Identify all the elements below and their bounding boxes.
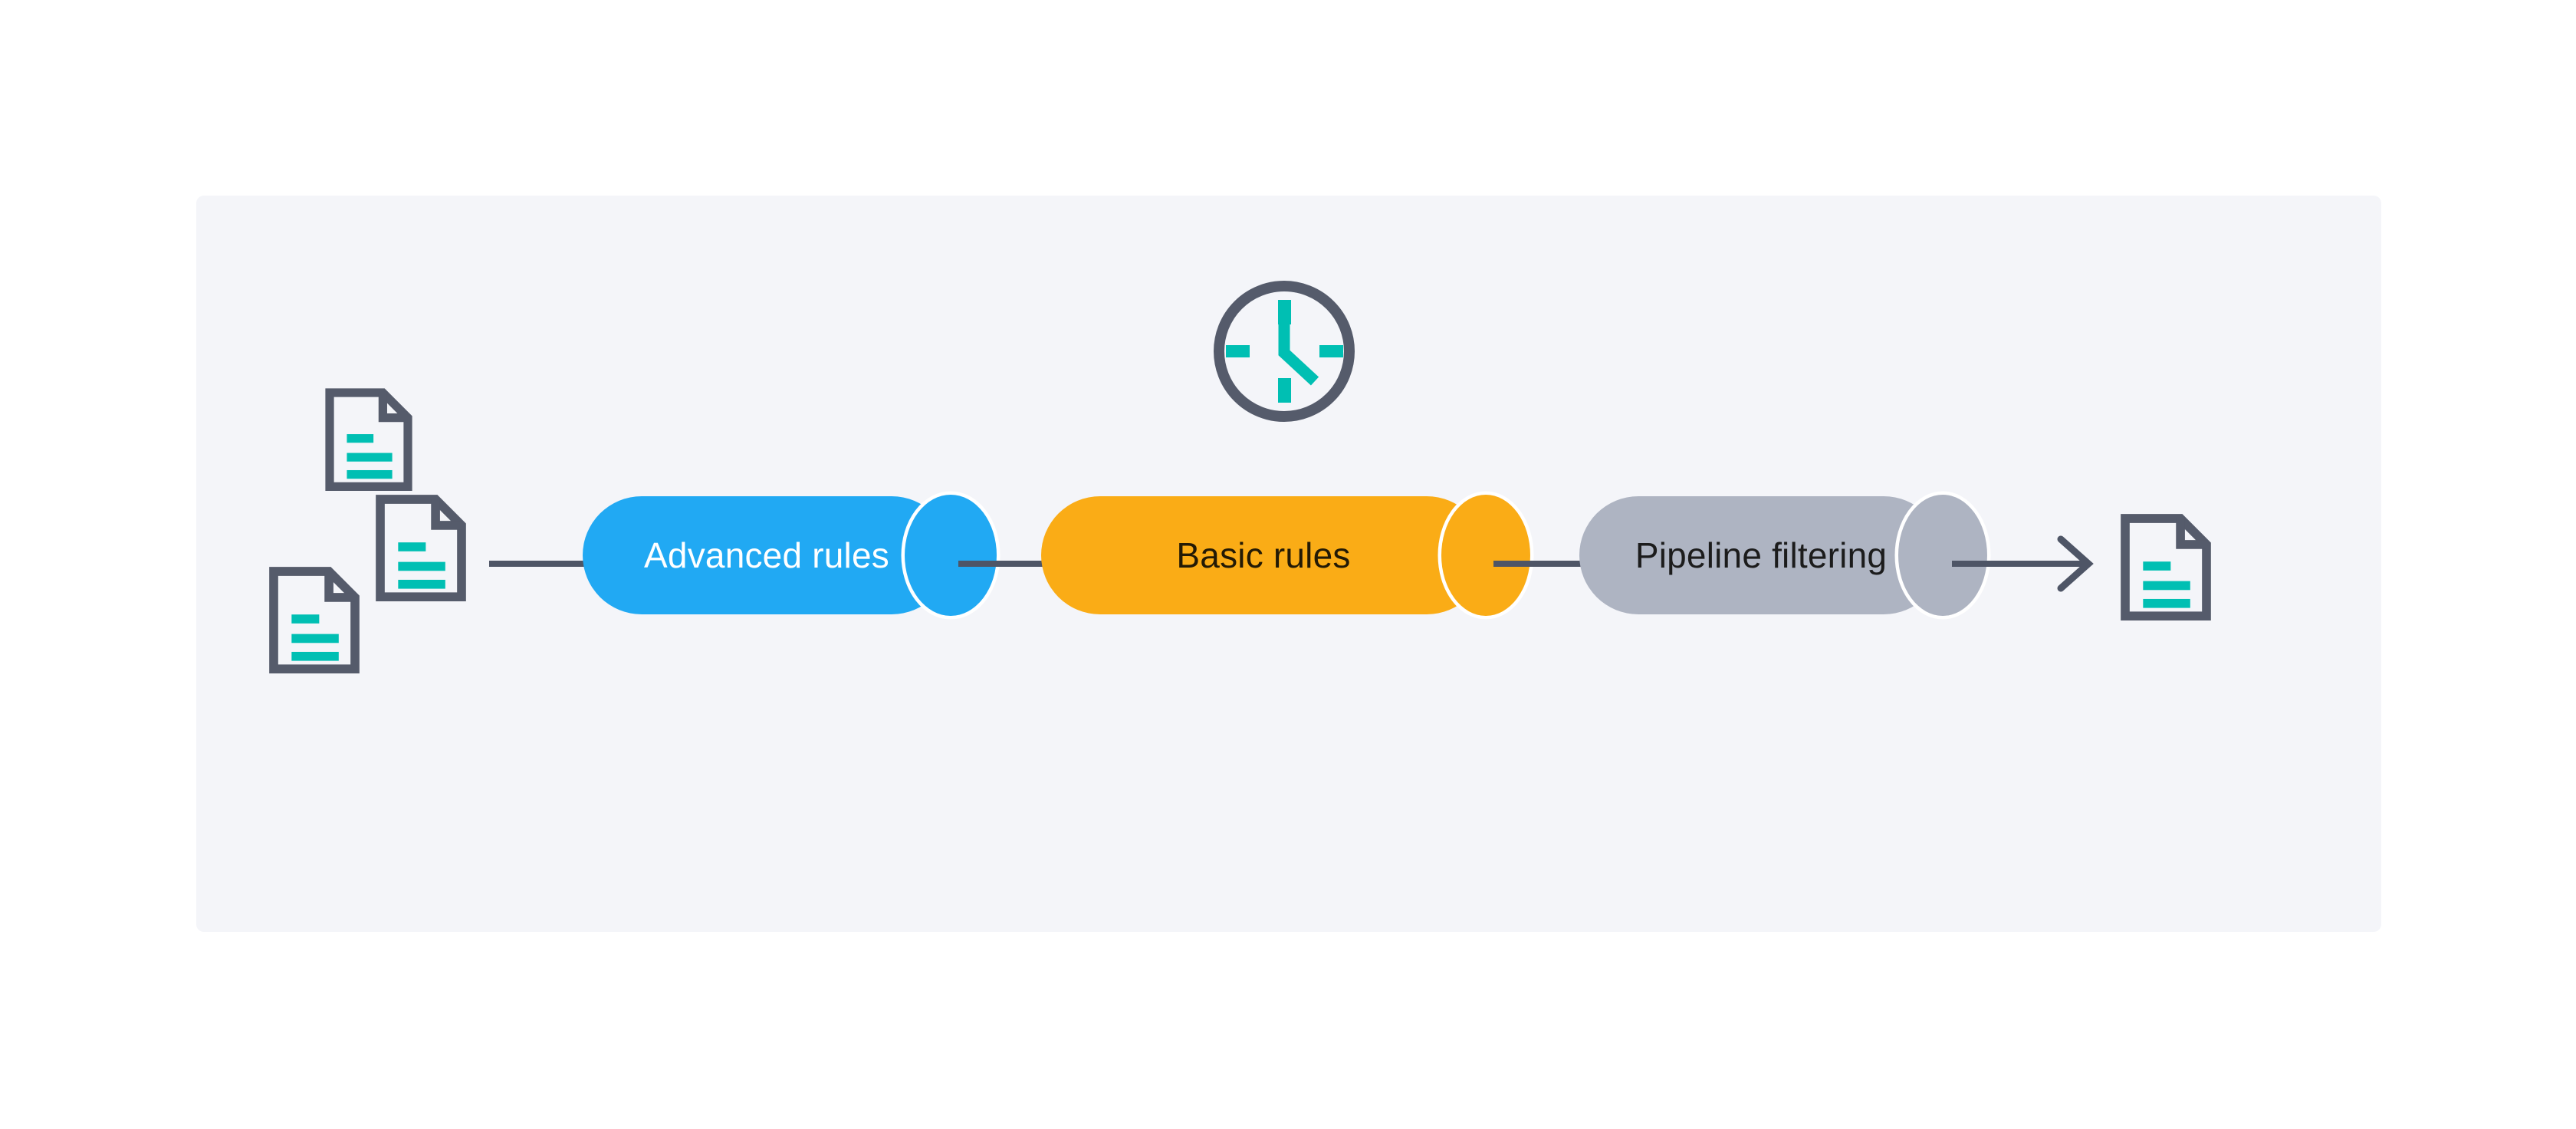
input-document-3[interactable] xyxy=(274,571,355,669)
output-document[interactable] xyxy=(2125,518,2206,616)
stage-pipeline-filtering[interactable] xyxy=(1579,491,1991,620)
input-document-2[interactable] xyxy=(380,499,462,597)
stage-advanced-rules[interactable] xyxy=(583,491,1001,620)
clock-icon xyxy=(1214,281,1355,422)
stage-basic-rules[interactable] xyxy=(1041,491,1534,620)
input-document-1[interactable] xyxy=(330,393,408,486)
connector-filtering-to-output xyxy=(1952,535,2094,592)
